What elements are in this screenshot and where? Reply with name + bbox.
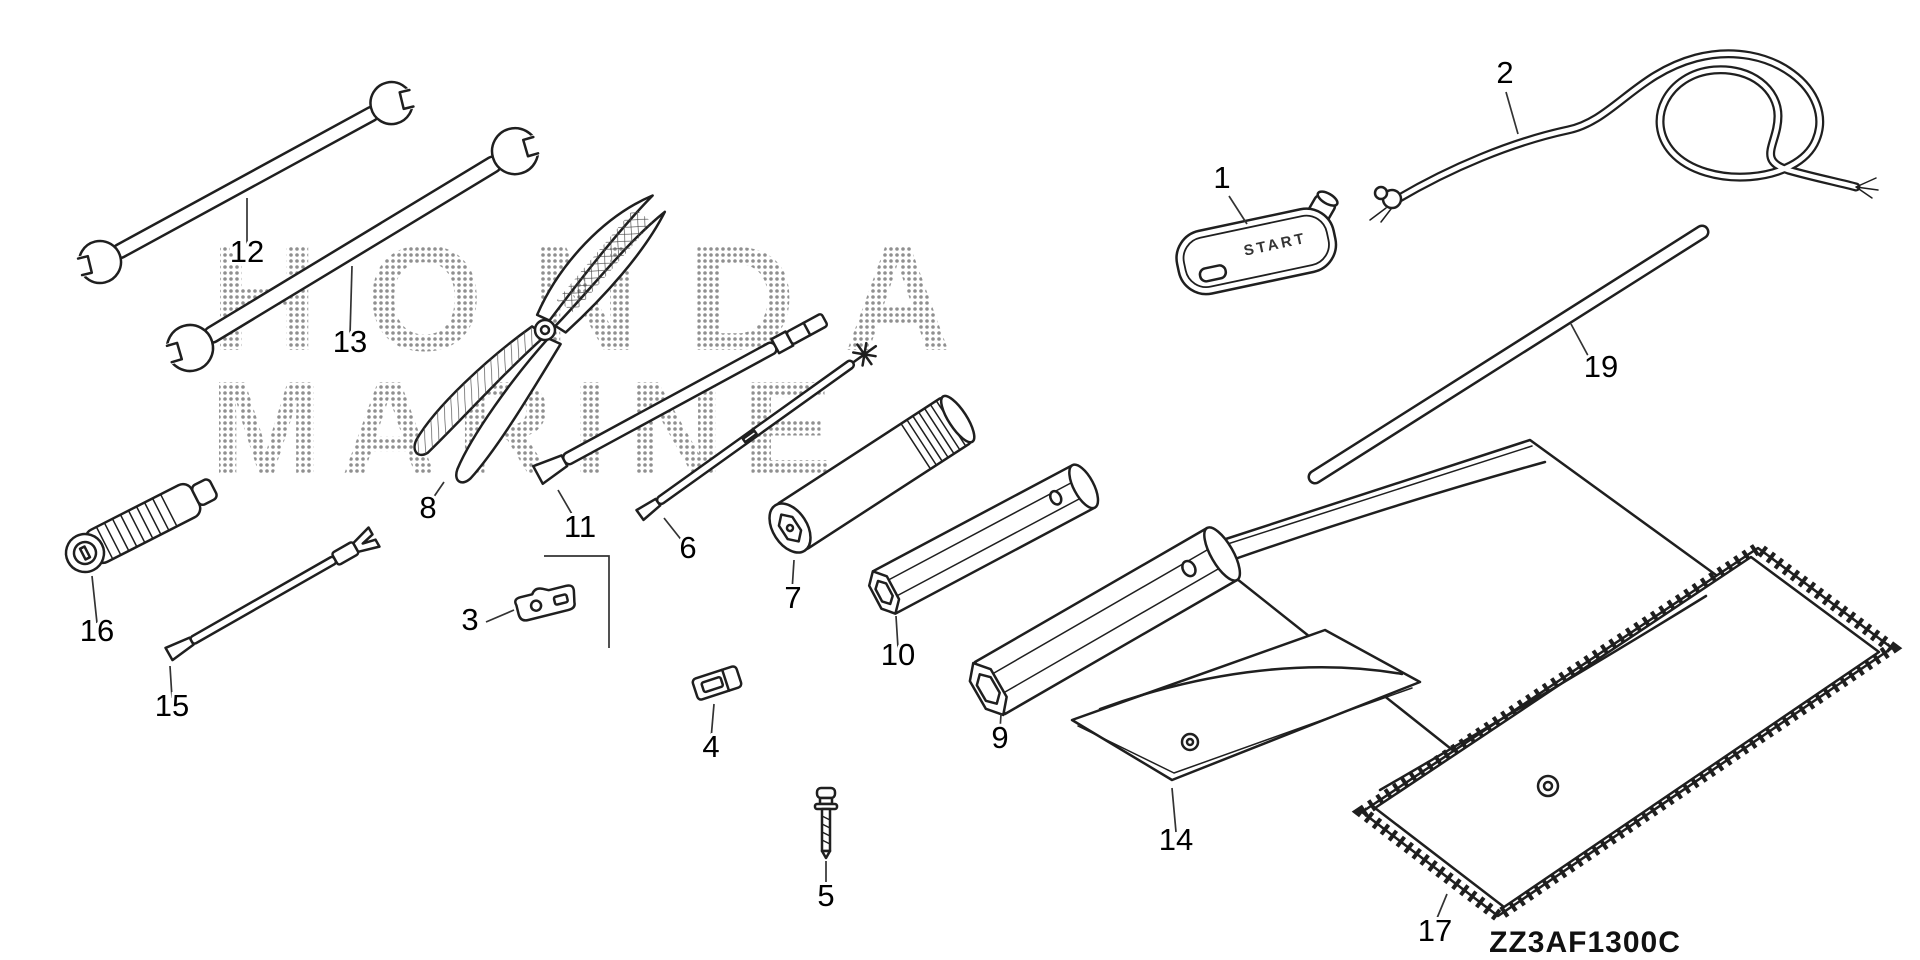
leader-7 — [791, 559, 795, 592]
grip-ribs — [96, 494, 178, 559]
forked-end — [352, 526, 381, 554]
callout-4: 4 — [702, 729, 719, 764]
pliers-handle-lower — [455, 337, 562, 484]
callout-15: 15 — [155, 688, 189, 723]
leader-13 — [349, 265, 353, 336]
part-box-wrench-9 — [968, 526, 1242, 717]
part-open-end-wrench-12 — [70, 80, 422, 285]
leader-6 — [663, 517, 684, 543]
tommy-bar-hole — [1049, 489, 1063, 506]
callout-12: 12 — [230, 234, 264, 269]
tommy-bar-hole — [1181, 559, 1197, 578]
callout-17: 17 — [1418, 913, 1452, 948]
callout-5: 5 — [817, 878, 834, 913]
callout-7: 7 — [784, 580, 801, 615]
callout-9: 9 — [991, 720, 1008, 755]
snap-button — [1180, 732, 1200, 752]
callout-16: 16 — [80, 613, 114, 648]
hex-facets — [990, 547, 1222, 695]
pouch-flap-seam — [1098, 666, 1404, 711]
callout-6: 6 — [679, 530, 696, 565]
leader-16 — [91, 575, 98, 624]
leader-17 — [1434, 893, 1448, 924]
snap-button — [1536, 774, 1560, 798]
leader-4 — [710, 703, 715, 740]
leader-8 — [430, 481, 445, 502]
part-clip-4 — [691, 665, 743, 701]
part-starter-rope-2 — [1369, 49, 1879, 223]
threads — [821, 815, 831, 845]
part-open-end-wrench-13 — [158, 126, 547, 373]
callout-14: 14 — [1159, 822, 1193, 857]
callout-10: 10 — [881, 637, 915, 672]
part-clip-3 — [514, 584, 576, 622]
part-tool-pouch-14 — [1070, 628, 1422, 782]
leader-19 — [1570, 323, 1593, 364]
leader-15 — [169, 665, 173, 699]
leader-11 — [557, 489, 577, 522]
part-screw-5 — [813, 786, 839, 860]
bag-flap-seam — [1230, 460, 1547, 562]
leader-10 — [895, 615, 899, 649]
bracket-3 — [544, 555, 610, 648]
part-flat-screwdriver-11 — [531, 313, 829, 486]
part-small-screwdriver-15 — [164, 526, 381, 662]
part-pliers-8 — [413, 194, 667, 484]
callout-3: 3 — [461, 602, 478, 637]
bag-flap-seam — [1378, 594, 1708, 792]
pivot-bolt — [533, 318, 557, 342]
callout-1: 1 — [1213, 160, 1230, 195]
bit-socket — [78, 545, 92, 561]
wrench-jaw — [490, 126, 547, 176]
wrench-jaw — [70, 239, 123, 285]
hex-hole — [777, 513, 803, 543]
wrench-jaw — [369, 80, 422, 126]
part-box-wrench-10 — [867, 463, 1100, 615]
part-screwdriver-handle-16 — [64, 478, 218, 574]
flat-blade-tip — [531, 454, 569, 486]
leader-14 — [1171, 787, 1177, 833]
leader-2 — [1505, 91, 1519, 135]
part-phillips-screwdriver-6 — [635, 341, 878, 522]
hex-facets — [885, 480, 1084, 598]
part-rod-19 — [1307, 224, 1710, 485]
part-tool-bag-17 — [1351, 540, 1903, 924]
callout-19: 19 — [1584, 349, 1618, 384]
rope-frayed-end — [1855, 177, 1879, 199]
hex-hole — [975, 673, 1001, 705]
leader-9 — [999, 713, 1002, 731]
callout-11: 11 — [564, 509, 596, 544]
part-spark-plug-socket-7 — [768, 394, 976, 554]
diagram-code: ZZ3AF1300C — [1489, 926, 1681, 959]
grip-hole — [1198, 264, 1228, 283]
part-starter-grip-1: START — [1175, 190, 1339, 296]
callout-8: 8 — [419, 490, 436, 525]
flat-blade-tip — [635, 497, 662, 522]
callout-13: 13 — [333, 324, 367, 359]
knurling — [900, 400, 967, 470]
wrench-jaw — [158, 323, 215, 373]
phillips-tip — [851, 341, 878, 367]
leader-3 — [485, 609, 515, 623]
leader-1 — [1228, 195, 1248, 225]
hex-hole — [874, 579, 894, 606]
callout-2: 2 — [1496, 55, 1513, 90]
